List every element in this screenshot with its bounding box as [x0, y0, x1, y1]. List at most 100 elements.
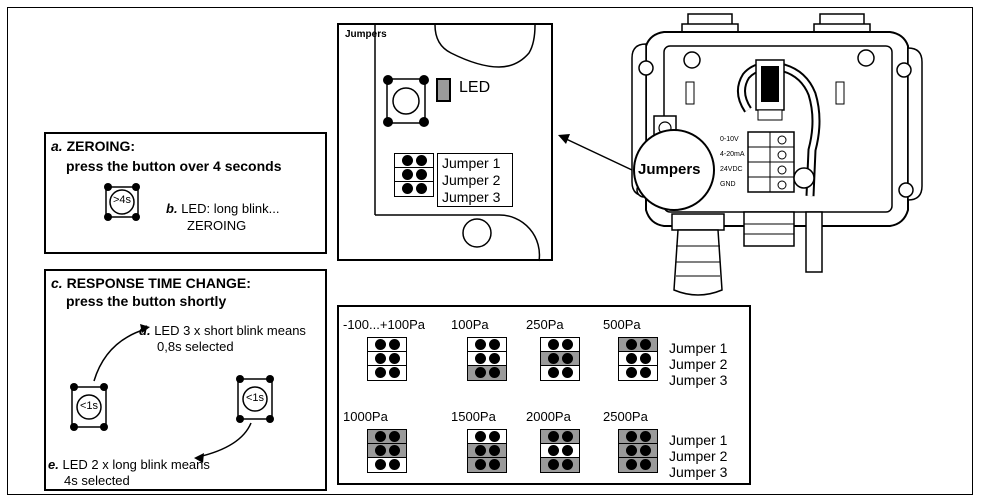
jumper-on [368, 430, 406, 444]
jumper-pin [475, 459, 486, 470]
jumper-pin [640, 367, 651, 378]
jumper-pin [562, 459, 573, 470]
jumper-off [368, 352, 406, 366]
range-jumper-label-2a: Jumper 2 [669, 356, 728, 372]
jumper-on [619, 338, 657, 352]
jumper-on [468, 458, 506, 472]
jumper-pin [626, 339, 637, 350]
jumper-pin [548, 353, 559, 364]
range-jumper-label-3a: Jumper 3 [669, 372, 728, 388]
jumper-pin [562, 445, 573, 456]
jumper-on [541, 352, 579, 366]
board-outline [374, 24, 541, 262]
jumper-off [468, 352, 506, 366]
jumper-pin [548, 459, 559, 470]
jumper-pin [475, 339, 486, 350]
jumper-pin [489, 431, 500, 442]
jumpers-board-panel: Jumpers LED Jumper 1 Jumper 2 Jumper 3 [337, 23, 553, 262]
jumper-pin [475, 431, 486, 442]
terminal-label-1: 4-20mA [720, 151, 745, 158]
terminal-label-2: 24VDC [720, 166, 743, 173]
jumper-pin [389, 431, 400, 442]
jumper-on [619, 458, 657, 472]
jumper-config-block [467, 429, 507, 473]
jumper-config-block [618, 429, 658, 473]
jumper-pin [548, 445, 559, 456]
jumper-pin [626, 459, 637, 470]
jumper-pin [640, 431, 651, 442]
jumper-pin [548, 367, 559, 378]
jumper-pin [375, 459, 386, 470]
jumper-pin [626, 431, 637, 442]
jumper-pin [475, 353, 486, 364]
jumper-on [368, 444, 406, 458]
jumper-pin [475, 367, 486, 378]
jumper-on [468, 444, 506, 458]
jumper-off [619, 352, 657, 366]
jumper-pin [626, 353, 637, 364]
jumper-on [468, 366, 506, 380]
response-e-text-2: 4s selected [64, 473, 130, 488]
zeroing-instruction: press the button over 4 seconds [66, 158, 282, 174]
range-label: 1500Pa [451, 409, 496, 424]
jumper-pin [375, 445, 386, 456]
jumper-pin [375, 367, 386, 378]
zeroing-panel: a. ZEROING: press the button over 4 seco… [44, 132, 327, 254]
jumper-off [468, 430, 506, 444]
jumper-config-block [540, 429, 580, 473]
range-label: 250Pa [526, 317, 564, 332]
zeroing-led-text-2: ZEROING [187, 218, 247, 233]
jumper-pin [489, 459, 500, 470]
jumper-on [541, 430, 579, 444]
range-jumper-label-1a: Jumper 1 [669, 340, 728, 356]
zeroing-title: a. ZEROING: [51, 138, 136, 154]
jumper-pin [389, 459, 400, 470]
jumper-pin [489, 445, 500, 456]
jumper-off [368, 366, 406, 380]
response-e-text: e. LED 2 x long blink means [48, 457, 210, 472]
jumper-pin [389, 367, 400, 378]
board-button-icon [381, 73, 431, 129]
button-short-label-right: <1s [245, 392, 265, 404]
range-label: 100Pa [451, 317, 489, 332]
jumper-pin [640, 353, 651, 364]
jumper-pin [548, 339, 559, 350]
callout-jumpers-label: Jumpers [638, 161, 701, 178]
terminal-label-3: GND [720, 181, 736, 188]
range-label: 1000Pa [343, 409, 388, 424]
jumper-config-block [618, 337, 658, 381]
jumper-pin [389, 339, 400, 350]
button-short-label-left: <1s [79, 400, 99, 412]
jumper-on [619, 430, 657, 444]
jumper-config-block [467, 337, 507, 381]
jumper-pin [640, 445, 651, 456]
range-jumper-label-2b: Jumper 2 [669, 448, 728, 464]
board-jumper-labels: Jumper 1 Jumper 2 Jumper 3 [437, 153, 513, 207]
response-time-panel: c. RESPONSE TIME CHANGE: press the butto… [44, 269, 327, 491]
jumper-on [541, 458, 579, 472]
jumper-pin [640, 339, 651, 350]
response-d-text-2: 0,8s selected [157, 339, 234, 354]
jumper-off [541, 444, 579, 458]
board-led-label: LED [459, 79, 491, 96]
jumper-pin [626, 445, 637, 456]
jumper-pin [548, 431, 559, 442]
response-title: c. RESPONSE TIME CHANGE: [51, 275, 251, 291]
jumper-pin [489, 353, 500, 364]
button-hold-label: >4s [112, 194, 132, 206]
jumper-pin [562, 431, 573, 442]
jumper-config-block [540, 337, 580, 381]
push-button-icon-left: <1s [66, 381, 112, 433]
jumper-pin [562, 339, 573, 350]
jumper-off [368, 338, 406, 352]
jumper-config-block [367, 429, 407, 473]
jumper-off [619, 366, 657, 380]
jumper-pin [389, 353, 400, 364]
range-label: 2000Pa [526, 409, 571, 424]
jumper-pin [489, 367, 500, 378]
push-button-icon: >4s [100, 182, 144, 222]
range-label: -100...+100Pa [343, 317, 426, 332]
jumper-pin [375, 431, 386, 442]
